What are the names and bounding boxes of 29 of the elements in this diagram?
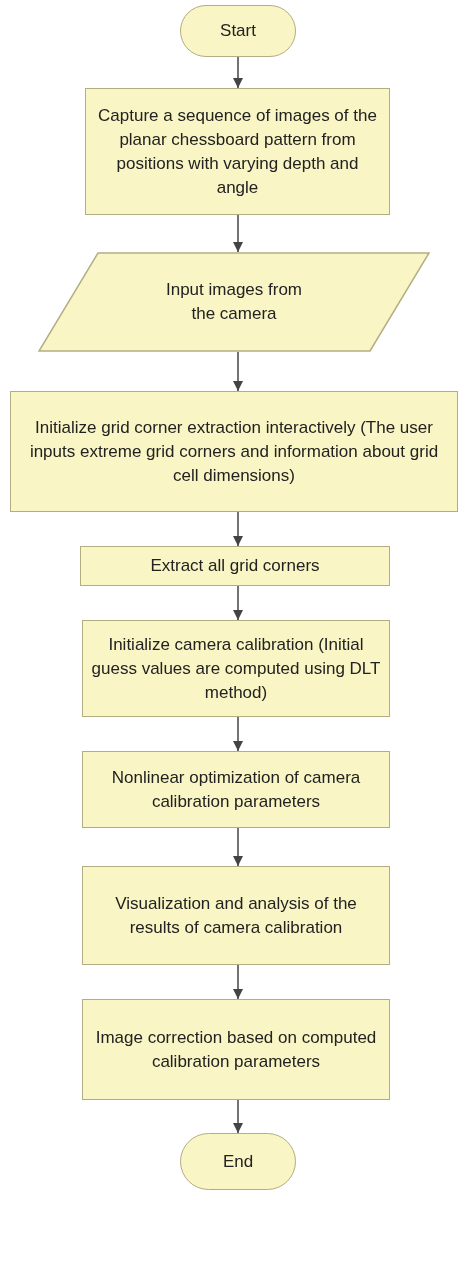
arrow <box>232 56 244 89</box>
process-box <box>82 620 390 717</box>
arrow <box>232 964 244 1000</box>
terminal-node <box>180 1133 296 1190</box>
arrow <box>232 1099 244 1134</box>
node-text: Input images from the camera <box>164 279 304 325</box>
arrow <box>232 585 244 621</box>
process-box <box>82 866 390 965</box>
arrow <box>232 351 244 392</box>
process-box <box>80 546 390 586</box>
node-text: Nonlinear optimization of camera calibration parameters <box>110 766 362 813</box>
node-text: Start <box>219 20 257 42</box>
node-text: Image correction based on computed calibration parameters <box>94 1026 378 1073</box>
node-text: End <box>221 1150 255 1173</box>
node-text: Initialize camera calibration (Initial guess values are computed using DLT method) <box>90 633 382 704</box>
node-text: Extract all grid corners <box>149 555 321 577</box>
node-text: Initialize grid corner extraction interactively (The user inputs extreme grid corners and information about grid cell dimensions) <box>28 416 440 487</box>
process-box <box>82 751 390 828</box>
process-box <box>82 999 390 1100</box>
arrow <box>232 214 244 253</box>
arrow <box>232 511 244 547</box>
terminal-node <box>180 5 296 57</box>
process-box <box>10 391 458 512</box>
node-text: Visualization and analysis of the results of camera calibration <box>114 892 358 939</box>
arrow <box>232 716 244 752</box>
node-text: Capture a sequence of images of the planar chessboard pattern from positions with varying depth and angle <box>97 104 378 199</box>
arrow <box>232 827 244 867</box>
process-box <box>85 88 390 215</box>
input-parallelogram <box>38 252 430 352</box>
